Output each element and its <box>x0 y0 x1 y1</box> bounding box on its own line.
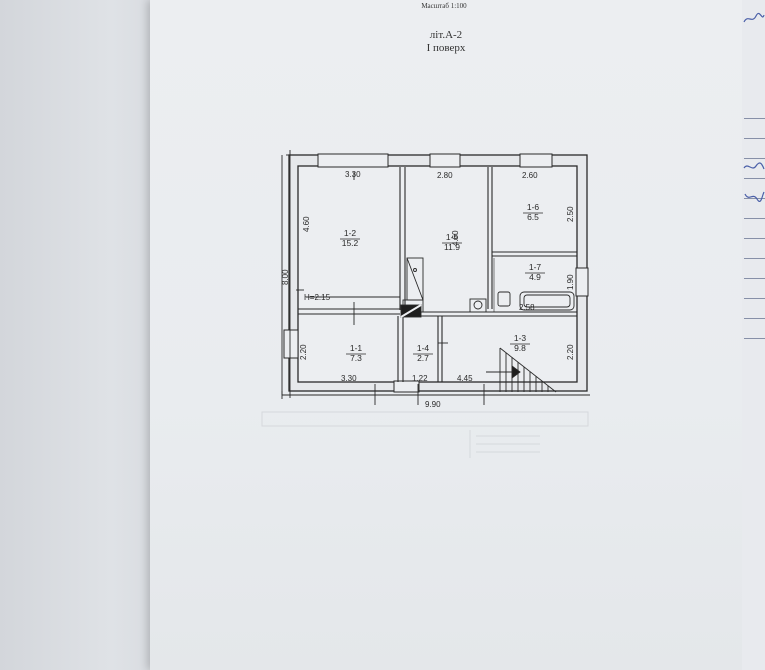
dim-mid-1-5: 4.60 <box>451 230 460 246</box>
handwriting-mark <box>743 12 765 23</box>
left-sheet-edge <box>0 0 160 670</box>
dim-top-2: 2.80 <box>437 171 453 180</box>
dim-left-lower: 2.20 <box>299 344 308 360</box>
dim-top-3: 2.60 <box>522 171 538 180</box>
ceiling-height: H=2.15 <box>304 293 331 302</box>
ruled-line <box>744 278 765 279</box>
dim-overall-width: 9.90 <box>425 400 441 409</box>
room-1-2-area: 15.2 <box>342 238 359 248</box>
ruled-line <box>744 178 765 179</box>
ruled-line <box>744 138 765 139</box>
ruled-line <box>744 338 765 339</box>
dim-right-lower: 2.20 <box>566 344 575 360</box>
handwriting-mark <box>743 162 765 170</box>
dim-bath-width: 2.58 <box>519 303 535 312</box>
ruled-line <box>744 238 765 239</box>
room-1-4-area: 2.7 <box>417 353 429 363</box>
room-1-6-id: 1-6 <box>527 202 540 212</box>
room-1-7-id: 1-7 <box>529 262 542 272</box>
dim-left-upper: 4.60 <box>302 216 311 232</box>
room-labels: 1-2 15.2 1-5 11.9 1-6 6.5 1-7 4.9 1-1 7.… <box>340 202 545 363</box>
dim-bottom-2: 1.22 <box>412 374 428 383</box>
dim-right-1-6: 2.50 <box>566 206 575 222</box>
dim-bottom-3: 4.45 <box>457 374 473 383</box>
interior-walls <box>298 167 577 382</box>
handwriting-mark <box>744 191 765 203</box>
dim-overall-height: 8.00 <box>281 269 290 285</box>
dim-bottom-1: 3.30 <box>341 374 357 383</box>
litera-label: літ.А-2 <box>429 29 463 41</box>
ruled-line <box>744 218 765 219</box>
ruled-line <box>744 158 765 159</box>
ruled-line <box>744 318 765 319</box>
room-1-1-area: 7.3 <box>350 353 362 363</box>
dim-top-1: 3.30 <box>345 170 361 179</box>
floor-label: І поверх <box>426 42 466 54</box>
dimension-lines <box>281 150 590 405</box>
room-1-2-id: 1-2 <box>344 228 357 238</box>
fixtures <box>400 257 575 318</box>
ruled-line <box>744 298 765 299</box>
ruled-line <box>744 198 765 199</box>
room-1-3-area: 9.8 <box>514 343 526 353</box>
room-1-4-id: 1-4 <box>417 343 430 353</box>
room-1-6-area: 6.5 <box>527 212 539 222</box>
windows <box>283 153 589 393</box>
room-1-3-id: 1-3 <box>514 333 527 343</box>
ruled-line <box>744 118 765 119</box>
right-sheet-edge <box>742 0 765 670</box>
scale-label: Масштаб 1:100 <box>421 2 467 10</box>
room-1-5-id: 1-5 <box>446 232 459 242</box>
ghost-lines <box>261 411 589 458</box>
dim-right-1-7: 1.90 <box>566 274 575 290</box>
room-1-7-area: 4.9 <box>529 272 541 282</box>
room-1-5-area: 11.9 <box>444 242 460 252</box>
room-1-1-id: 1-1 <box>350 343 363 353</box>
dimension-labels: 3.30 2.80 2.60 2.58 H=2.15 3.30 1.22 4.4… <box>281 170 575 409</box>
staircase <box>486 347 557 393</box>
ruled-line <box>744 258 765 259</box>
